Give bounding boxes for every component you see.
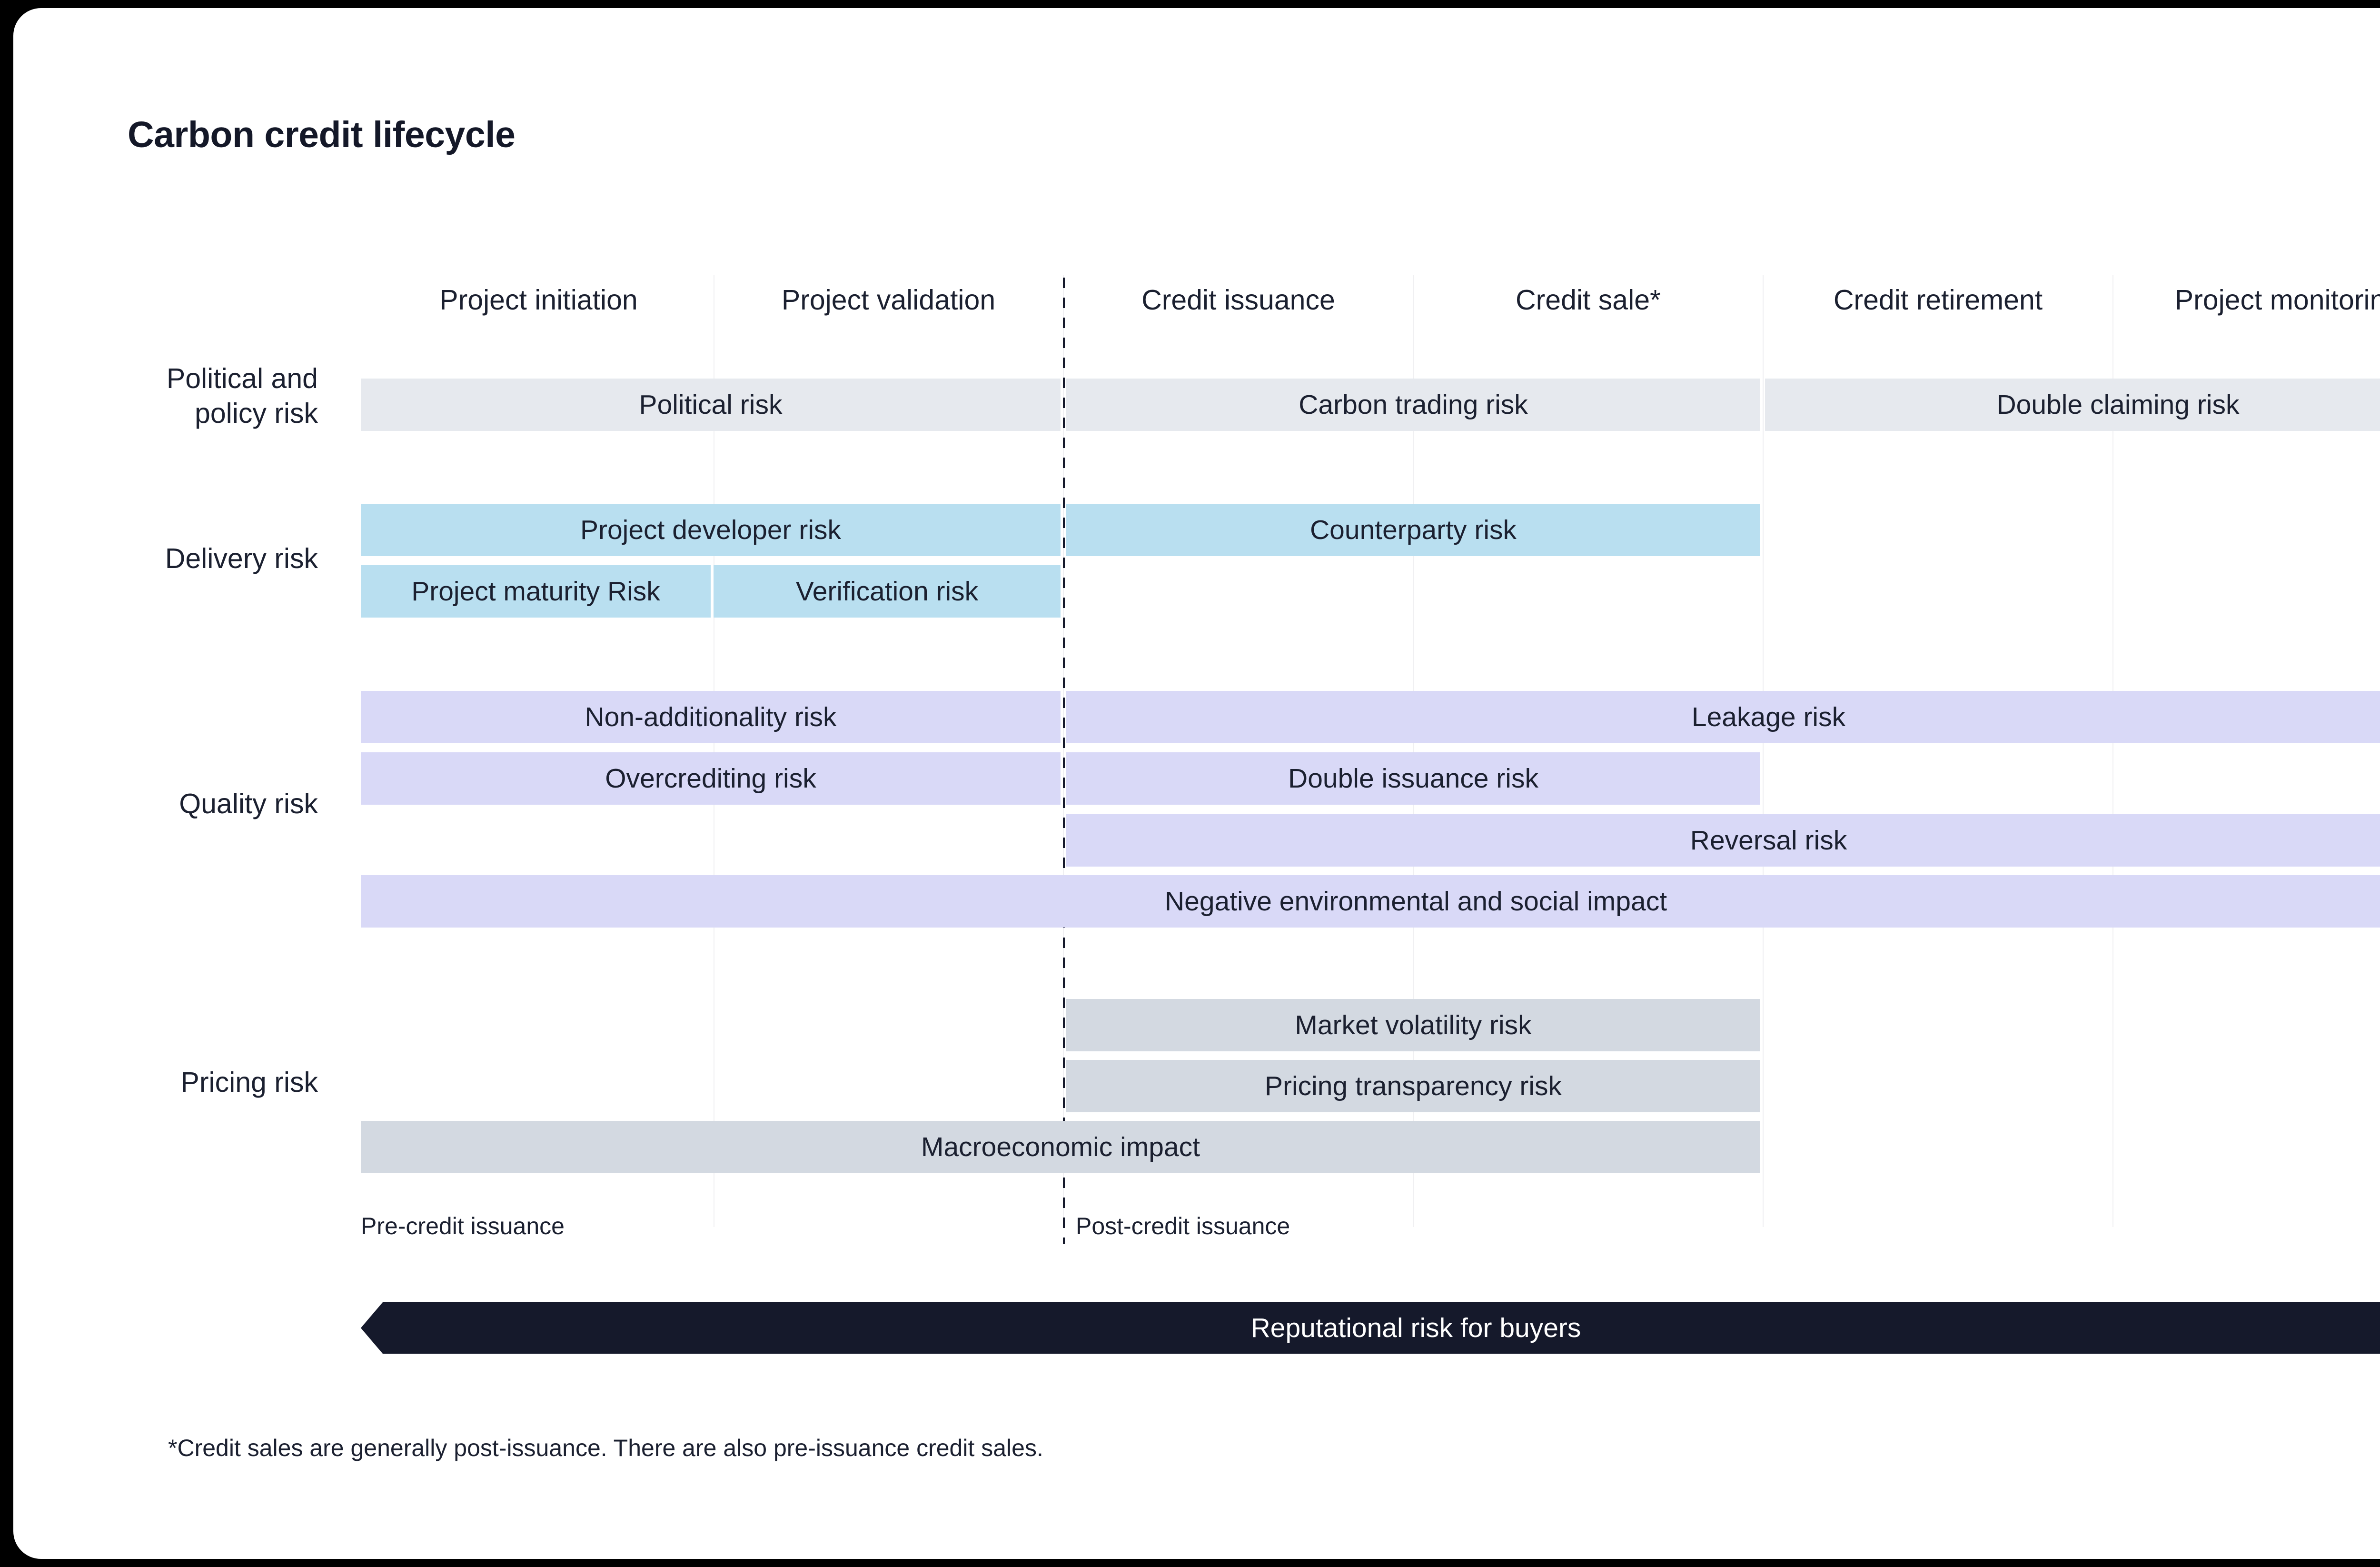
- bar-label: Pricing transparency risk: [1264, 1071, 1562, 1101]
- bar-label: Counterparty risk: [1310, 515, 1517, 545]
- label-post-credit-issuance: Post-credit issuance: [1076, 1213, 1290, 1239]
- column-header-credit-sale: Credit sale*: [1516, 284, 1661, 316]
- bar-label: Leakage risk: [1691, 702, 1846, 732]
- bar-negative-environmental-social-impact[interactable]: Negative environmental and social impact: [361, 875, 2380, 928]
- bar-label: Carbon trading risk: [1299, 389, 1528, 420]
- bar-label: Negative environmental and social impact: [1164, 886, 1667, 917]
- bar-non-additionality-risk[interactable]: Non-additionality risk: [361, 691, 1061, 743]
- column-header-project-initiation: Project initiation: [439, 284, 638, 316]
- bar-verification-risk[interactable]: Verification risk: [714, 565, 1061, 618]
- bar-political-risk[interactable]: Political risk: [361, 379, 1061, 431]
- bar-label: Double claiming risk: [1996, 389, 2240, 420]
- bar-label: Double issuance risk: [1288, 763, 1538, 794]
- bar-double-issuance-risk[interactable]: Double issuance risk: [1066, 752, 1760, 805]
- row-label-line-1: Political and: [166, 363, 318, 394]
- row-label-pricing-risk: Pricing risk: [180, 1067, 318, 1098]
- bar-market-volatility-risk[interactable]: Market volatility risk: [1066, 999, 1760, 1051]
- bar-macroeconomic-impact[interactable]: Macroeconomic impact: [361, 1121, 1760, 1173]
- gridline-col-5: [2112, 275, 2113, 1227]
- diagram-card: Carbon credit lifecycle Project initiati…: [13, 8, 2380, 1559]
- bar-project-maturity-risk[interactable]: Project maturity Risk: [361, 565, 711, 618]
- bar-double-claiming-risk[interactable]: Double claiming risk: [1765, 379, 2380, 431]
- reputational-risk-arrow: Reputational risk for buyers: [361, 1302, 2380, 1354]
- pre-post-issuance-divider: [1063, 278, 1065, 1244]
- bar-label: Non-additionality risk: [585, 702, 837, 732]
- bar-reversal-risk[interactable]: Reversal risk: [1066, 814, 2380, 867]
- gridline-col-3: [1413, 275, 1414, 1227]
- bar-overcrediting-risk[interactable]: Overcrediting risk: [361, 752, 1061, 805]
- column-header-credit-retirement: Credit retirement: [1833, 284, 2043, 316]
- row-label-political-policy-risk: Political and policy risk: [70, 361, 318, 431]
- column-header-project-validation: Project validation: [781, 284, 996, 316]
- bar-label: Market volatility risk: [1295, 1010, 1532, 1040]
- row-label-quality-risk: Quality risk: [179, 788, 318, 819]
- row-label-line-2: policy risk: [195, 398, 318, 429]
- bar-label: Verification risk: [795, 576, 979, 607]
- column-header-project-monitoring: Project monitoring: [2174, 284, 2380, 316]
- gridline-col-4: [1763, 275, 1764, 1227]
- bar-label: Project maturity Risk: [411, 576, 660, 607]
- page-title: Carbon credit lifecycle: [128, 114, 516, 155]
- footnote: *Credit sales are generally post-issuanc…: [168, 1435, 1043, 1461]
- bar-leakage-risk[interactable]: Leakage risk: [1066, 691, 2380, 743]
- reputational-risk-label: Reputational risk for buyers: [1250, 1313, 1581, 1343]
- bar-label: Political risk: [639, 389, 783, 420]
- bar-carbon-trading-risk[interactable]: Carbon trading risk: [1066, 379, 1760, 431]
- bar-project-developer-risk[interactable]: Project developer risk: [361, 504, 1061, 556]
- column-header-credit-issuance: Credit issuance: [1141, 284, 1335, 316]
- row-label-delivery-risk: Delivery risk: [165, 543, 318, 574]
- bar-counterparty-risk[interactable]: Counterparty risk: [1066, 504, 1760, 556]
- bar-label: Reversal risk: [1690, 825, 1847, 856]
- lifecycle-matrix: Project initiation Project validation Cr…: [13, 8, 2380, 1559]
- bar-label: Overcrediting risk: [605, 763, 816, 794]
- bar-label: Macroeconomic impact: [921, 1132, 1200, 1162]
- label-pre-credit-issuance: Pre-credit issuance: [361, 1213, 565, 1239]
- bar-label: Project developer risk: [580, 515, 842, 545]
- bar-pricing-transparency-risk[interactable]: Pricing transparency risk: [1066, 1060, 1760, 1112]
